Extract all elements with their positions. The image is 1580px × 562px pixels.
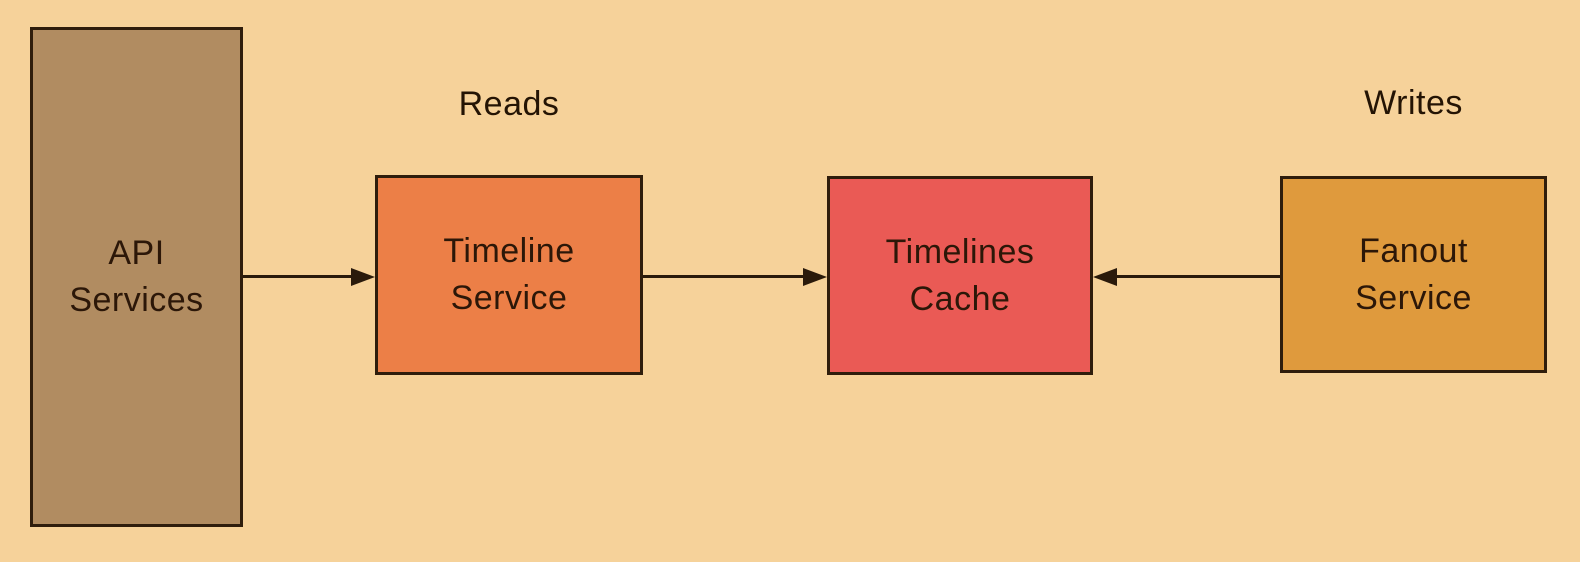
writes-label: Writes: [1364, 84, 1463, 122]
fanout-service-label: Fanout Service: [1355, 231, 1472, 317]
reads-label: Reads: [458, 85, 560, 123]
node-timelines-cache: Timelines Cache: [827, 176, 1093, 375]
arrow-fanout-to-cache-icon: [1093, 268, 1280, 286]
arrow-head-left-icon: [1093, 268, 1117, 286]
api-services-label: API Services: [69, 234, 204, 319]
arrow-head-right-icon: [803, 268, 827, 286]
arrow-api-to-timeline-icon: [243, 268, 375, 286]
node-fanout-service: Fanout Service: [1280, 176, 1547, 373]
arrow-shaft: [243, 275, 363, 278]
timeline-service-label: Timeline Service: [443, 232, 575, 317]
timelines-cache-label: Timelines Cache: [885, 232, 1035, 318]
arrow-shaft: [643, 275, 815, 278]
arrow-head-right-icon: [351, 268, 375, 286]
arrow-timeline-to-cache-icon: [643, 268, 827, 286]
node-timeline-service: Timeline Service: [375, 175, 643, 375]
node-api-services: API Services: [30, 27, 243, 527]
arrow-shaft: [1105, 275, 1280, 278]
